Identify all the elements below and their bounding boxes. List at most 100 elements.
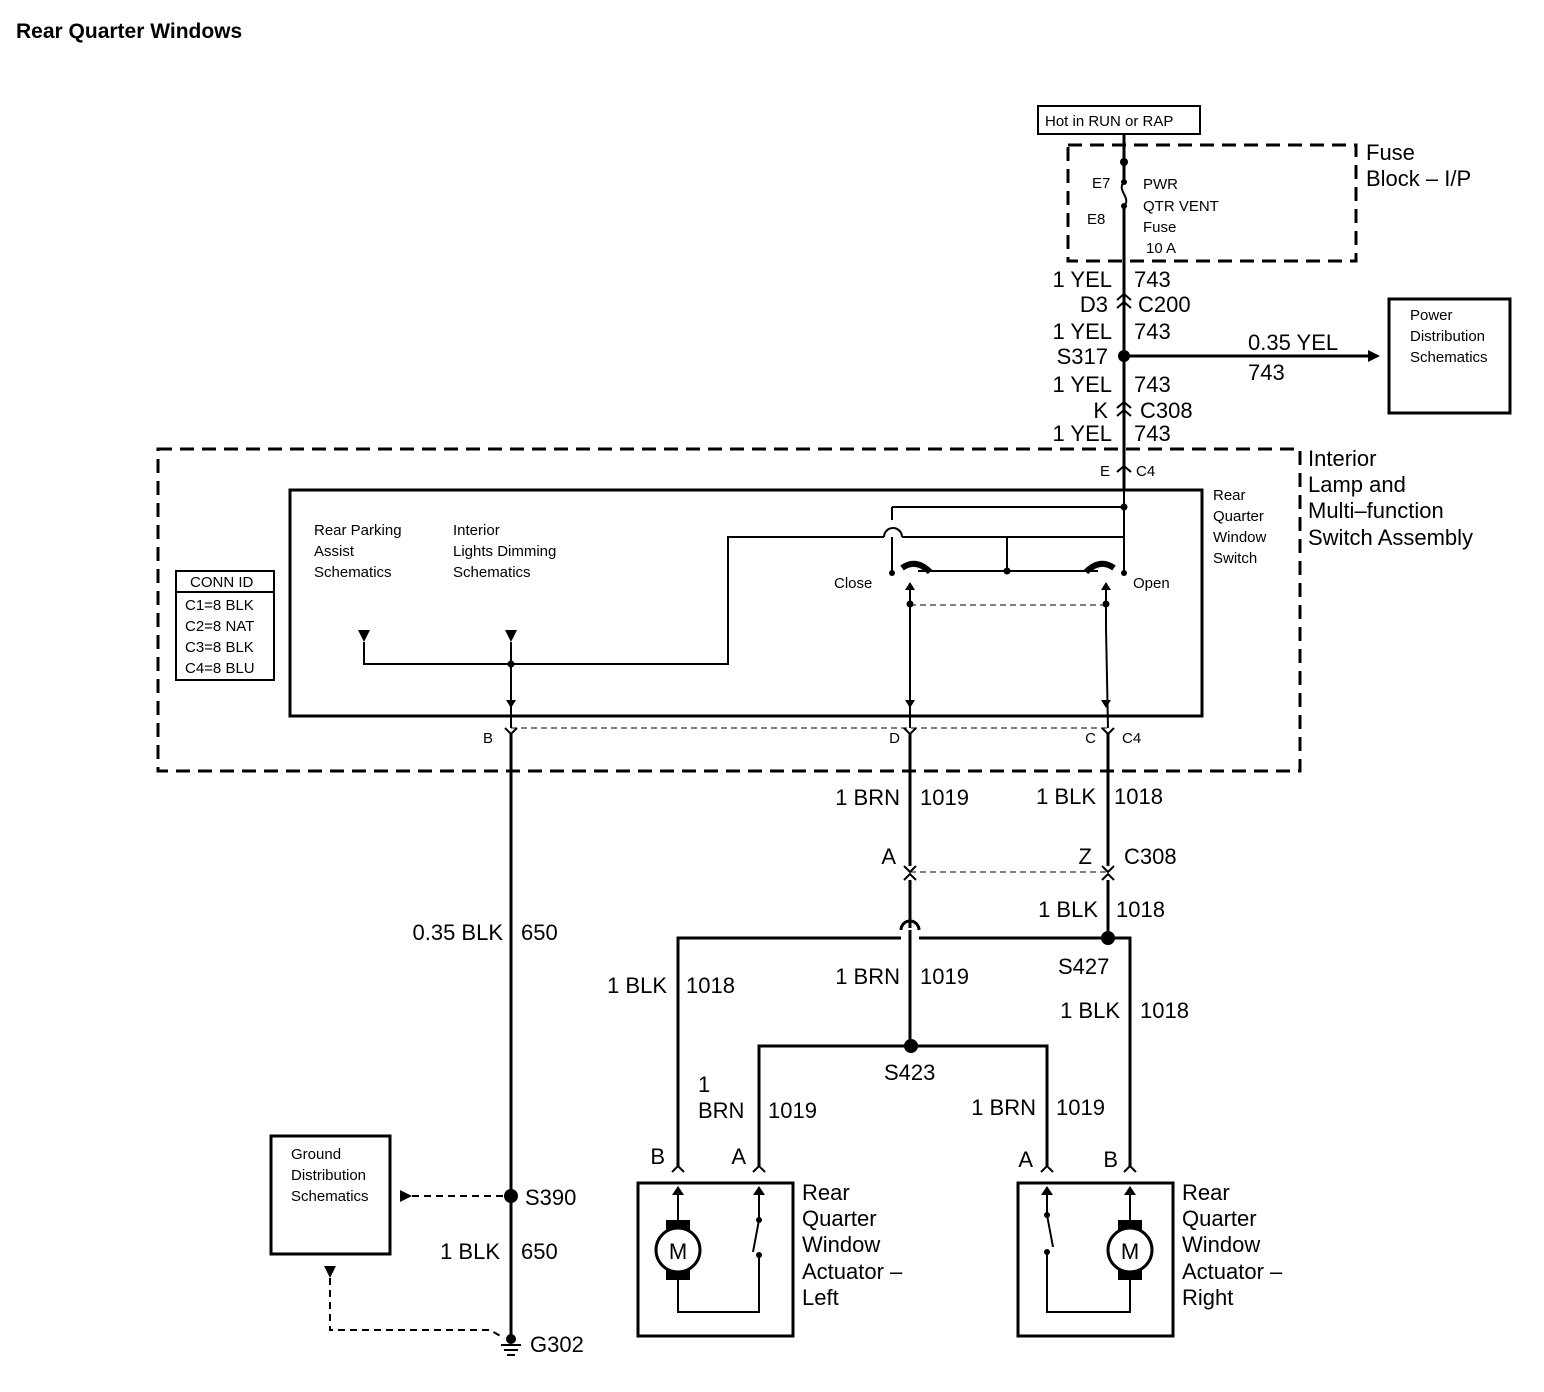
wire-circuit-label: 1019 xyxy=(920,785,969,810)
motor-label: M xyxy=(669,1239,687,1264)
wire-circuit-label: 743 xyxy=(1134,372,1171,397)
connector-pin-label: B xyxy=(650,1144,665,1169)
fuse-pin-label: E7 xyxy=(1092,175,1110,192)
fuse-label: PWR xyxy=(1143,176,1178,193)
connector-pin-label: B xyxy=(1103,1147,1118,1172)
conn-id-title: CONN ID xyxy=(190,574,254,591)
connector-pin-label: E xyxy=(1100,463,1110,480)
fuse-label: 10 A xyxy=(1146,240,1176,257)
connector-pin-label: C xyxy=(1085,730,1096,747)
conn-id-row: C3=8 BLK xyxy=(185,639,254,656)
wire-gauge-label: 1 BLK xyxy=(1038,897,1098,922)
wire-gauge-label: 1 BLK xyxy=(607,973,667,998)
hot-label-box: Hot in RUN or RAP xyxy=(1037,105,1201,135)
wire-gauge-label: 1 BLK xyxy=(440,1239,500,1264)
ground-g302-label: G302 xyxy=(530,1332,584,1357)
wire-gauge-label: 1 BLK xyxy=(1036,784,1096,809)
wire-crossover xyxy=(899,919,921,931)
right-actuator-name: Window xyxy=(1182,1232,1260,1257)
ild-ref-label: Lights Dimming xyxy=(453,543,556,560)
fuse-pin-label: E8 xyxy=(1087,211,1105,228)
circuit-1018-harness xyxy=(676,936,1132,1166)
right-actuator-name: Rear xyxy=(1182,1180,1230,1205)
connector-c4-label: C4 xyxy=(1136,463,1155,480)
wire-gauge-label: 0.35 BLK xyxy=(412,920,503,945)
connector-c308-symbol xyxy=(1116,400,1132,417)
right-actuator-box xyxy=(1016,1181,1175,1338)
connector-pin-label: D xyxy=(889,730,900,747)
splice-s423-dot xyxy=(904,1039,918,1053)
connector-c200-symbol xyxy=(1116,292,1132,309)
right-limit-switch xyxy=(1046,1214,1054,1248)
connector-c200-label: C200 xyxy=(1138,292,1191,317)
left-motor-icon: M xyxy=(654,1220,702,1280)
window-switch-name: Quarter xyxy=(1213,508,1264,525)
ild-ref-label: Schematics xyxy=(453,564,531,581)
conn-id-row: C2=8 NAT xyxy=(185,618,254,635)
connector-pin-label: B xyxy=(483,730,493,747)
wire-circuit-label: 743 xyxy=(1248,360,1285,385)
wire-circuit-label: 1018 xyxy=(1140,998,1189,1023)
assembly-name: Lamp and xyxy=(1308,472,1406,497)
ild-arrow xyxy=(505,630,517,642)
assembly-name: Switch Assembly xyxy=(1308,525,1473,550)
rpa-ref-label: Rear Parking xyxy=(314,522,402,539)
power-dist-arrow xyxy=(1368,350,1380,362)
wire-gauge-label: 1 BRN xyxy=(835,964,900,989)
left-actuator-name: Quarter xyxy=(802,1206,877,1231)
wire-gauge-label: 1 YEL xyxy=(1052,372,1112,397)
left-actuator-name: Left xyxy=(802,1285,839,1310)
fuse-block-name: Fuse xyxy=(1366,140,1415,165)
assembly-name: Interior xyxy=(1308,446,1376,471)
conn-id-row: C4=8 BLU xyxy=(185,660,255,677)
fuse-block-name: Block – I/P xyxy=(1366,166,1471,191)
ground-dist-label: Ground xyxy=(291,1146,341,1163)
connector-pin-label: D3 xyxy=(1080,292,1108,317)
splice-s390-dot xyxy=(504,1189,518,1203)
ground-dist-return xyxy=(329,1278,505,1339)
left-actuator-box xyxy=(636,1181,795,1338)
wire-gauge-label: 1 YEL xyxy=(1052,319,1112,344)
rpa-ref-label: Assist xyxy=(314,543,355,560)
wire-circuit-label: 650 xyxy=(521,1239,558,1264)
fuse-symbol xyxy=(1120,181,1128,207)
assembly-name: Multi–function xyxy=(1308,498,1444,523)
rpa-arrow xyxy=(358,630,370,642)
wire-circuit-label: 650 xyxy=(521,920,558,945)
connector-c4-symbol xyxy=(1116,464,1132,473)
ground-dist-arrow xyxy=(400,1190,412,1202)
window-switch-name: Rear xyxy=(1213,487,1246,504)
wire-gauge-label: 1 BLK xyxy=(1060,998,1120,1023)
motor-label: M xyxy=(1121,1239,1139,1264)
wire-circuit-label: 1018 xyxy=(686,973,735,998)
rpa-ref-label: Schematics xyxy=(314,564,392,581)
conn-id-row: C1=8 BLK xyxy=(185,597,254,614)
ground-dist-label: Schematics xyxy=(291,1188,369,1205)
left-actuator-name: Window xyxy=(802,1232,880,1257)
close-label: Close xyxy=(834,575,872,592)
right-actuator-name: Right xyxy=(1182,1285,1233,1310)
wire-gauge-label: 1 YEL xyxy=(1052,421,1112,446)
wire-gauge-label: 0.35 YEL xyxy=(1248,330,1338,355)
wire-circuit-label: 1019 xyxy=(920,964,969,989)
left-actuator-name: Rear xyxy=(802,1180,850,1205)
left-limit-switch xyxy=(752,1219,760,1253)
connector-pin-label: A xyxy=(1018,1147,1033,1172)
connector-c308-label: C308 xyxy=(1140,398,1193,423)
connector-c4-label: C4 xyxy=(1122,730,1141,747)
ground-dist-label: Distribution xyxy=(291,1167,366,1184)
wire-gauge-label: 1 BRN xyxy=(971,1095,1036,1120)
splice-s427-dot xyxy=(1101,931,1115,945)
wire-gauge-label: BRN xyxy=(698,1098,744,1123)
wire-gauge-label: 1 xyxy=(698,1072,710,1097)
close-contact xyxy=(900,560,933,575)
wire-circuit-label: 1019 xyxy=(768,1098,817,1123)
ild-ref-label: Interior xyxy=(453,522,500,539)
splice-s427-label: S427 xyxy=(1058,954,1109,979)
power-dist-label: Distribution xyxy=(1410,328,1485,345)
connector-pin-label: A xyxy=(881,844,896,869)
open-label: Open xyxy=(1133,575,1170,592)
connector-c308-label: C308 xyxy=(1124,844,1177,869)
left-actuator-name: Actuator – xyxy=(802,1259,903,1284)
